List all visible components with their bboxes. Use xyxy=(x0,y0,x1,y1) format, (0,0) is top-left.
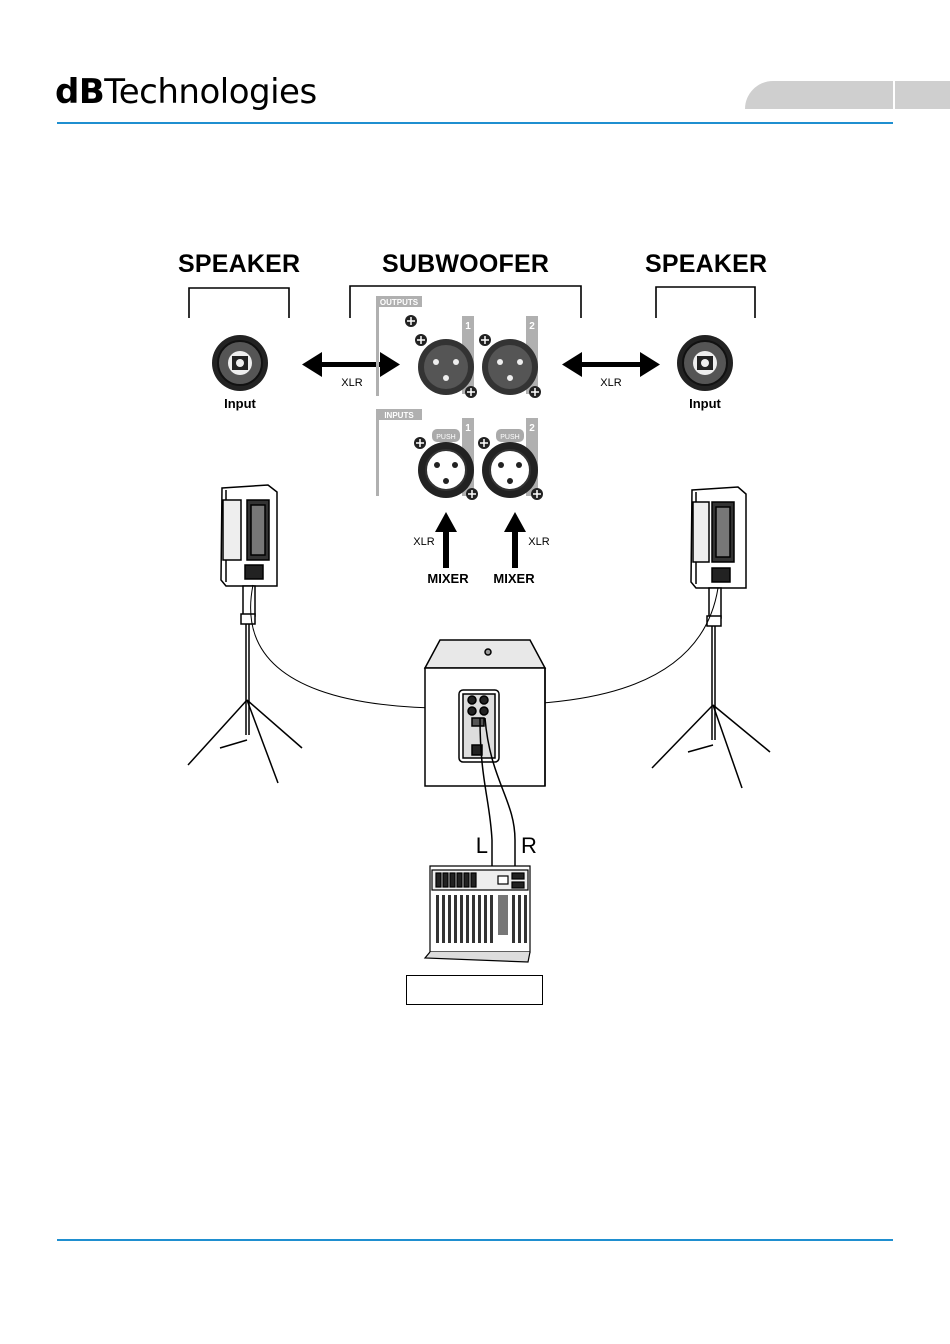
mixer-xlr-right-label: XLR xyxy=(528,536,549,548)
outputs-label: OUTPUTS xyxy=(380,298,419,307)
cable-left-label: L xyxy=(476,833,488,858)
push-label-2: PUSH xyxy=(500,434,519,441)
left-combo-jack-icon xyxy=(212,335,268,391)
output-ch2-label: 2 xyxy=(529,321,535,332)
screw-icon xyxy=(466,488,478,500)
inputs-label: INPUTS xyxy=(384,411,414,420)
caption-box xyxy=(406,975,543,1005)
left-double-arrow-icon xyxy=(302,352,400,377)
screw-icon xyxy=(531,488,543,500)
xlr-female-input-1-icon xyxy=(418,442,474,498)
mixer-left-label: MIXER xyxy=(427,571,469,586)
inputs-panel: INPUTS 1 2 PUSH PUSH xyxy=(376,409,543,500)
screw-icon xyxy=(415,334,427,346)
mixer-arrow-right-icon xyxy=(504,512,526,568)
subwoofer-cabinet-icon xyxy=(425,640,545,786)
input-ch1-label: 1 xyxy=(465,423,471,434)
left-input-label: Input xyxy=(224,396,256,411)
xlr-male-output-2-icon xyxy=(482,339,538,395)
xlr-male-output-1-icon xyxy=(418,339,474,395)
screw-icon xyxy=(529,386,541,398)
mixer-right-label: MIXER xyxy=(493,571,535,586)
left-speaker-on-stand-icon xyxy=(188,485,302,783)
right-speaker-on-stand-icon xyxy=(652,487,770,788)
footer-rule xyxy=(57,1239,893,1241)
right-combo-jack-icon xyxy=(677,335,733,391)
outputs-panel: OUTPUTS 1 2 xyxy=(376,296,541,398)
xlr-female-input-2-icon xyxy=(482,442,538,498)
right-xlr-label: XLR xyxy=(600,377,621,389)
mixer-arrow-left-icon xyxy=(435,512,457,568)
cable-right-label: R xyxy=(521,833,537,858)
right-input-label: Input xyxy=(689,396,721,411)
mixer-xlr-left-label: XLR xyxy=(413,536,434,548)
screw-icon xyxy=(405,315,417,327)
left-speaker-bracket xyxy=(189,288,289,318)
right-speaker-bracket xyxy=(656,287,755,318)
left-xlr-label: XLR xyxy=(341,377,362,389)
screw-icon xyxy=(478,437,490,449)
screw-icon xyxy=(414,437,426,449)
screw-icon xyxy=(465,386,477,398)
input-ch2-label: 2 xyxy=(529,423,535,434)
output-ch1-label: 1 xyxy=(465,321,471,332)
screw-icon xyxy=(479,334,491,346)
push-label-1: PUSH xyxy=(436,434,455,441)
right-double-arrow-icon xyxy=(562,352,660,377)
